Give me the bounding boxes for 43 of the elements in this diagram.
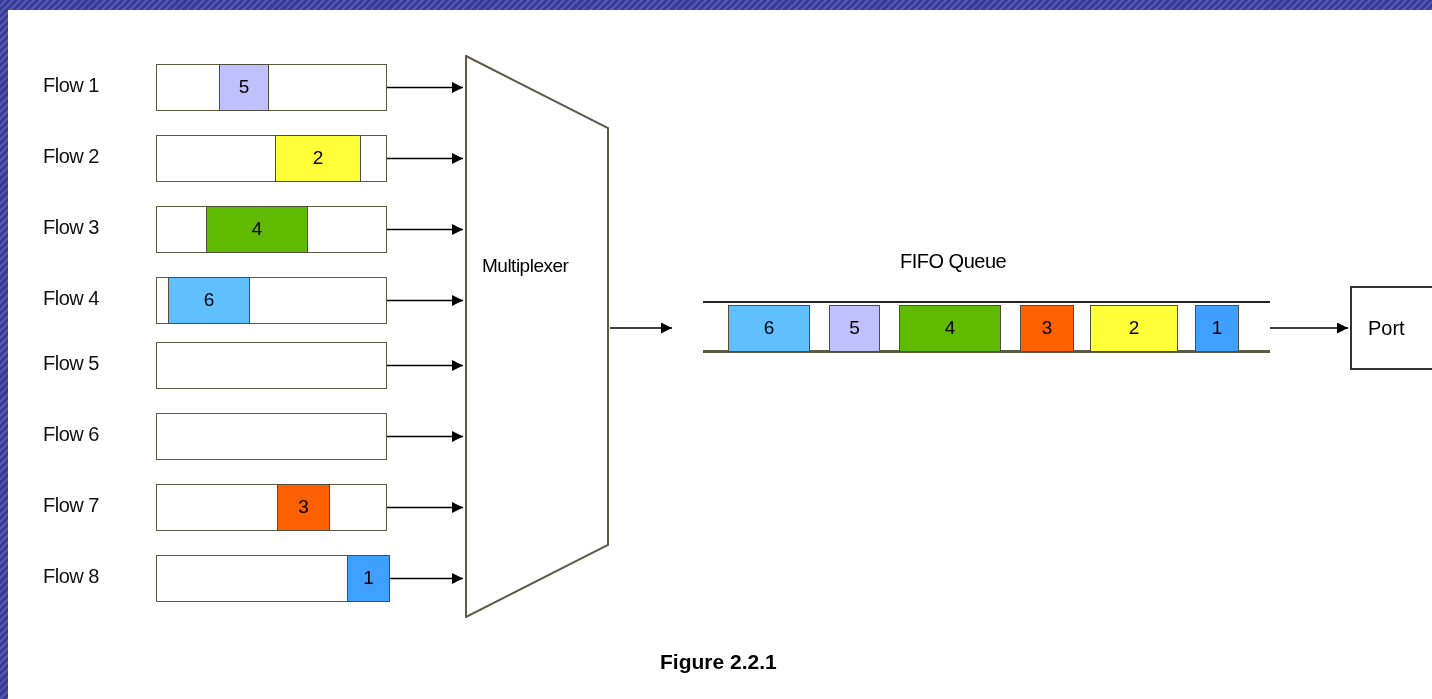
arrow	[386, 360, 464, 371]
queue-box	[156, 135, 387, 182]
queue-box	[156, 206, 387, 253]
packet: 6	[168, 276, 250, 324]
packet: 5	[219, 63, 269, 111]
packet: 1	[1195, 304, 1239, 352]
arrow	[386, 82, 464, 93]
arrow	[386, 153, 464, 164]
flow-label: Flow 1	[43, 74, 99, 97]
queue-box	[156, 64, 387, 111]
flow-label: Flow 4	[43, 287, 99, 310]
multiplexer	[465, 55, 610, 618]
packet: 4	[899, 304, 1001, 352]
flow-label: Flow 7	[43, 494, 99, 517]
port-box: Port	[1350, 286, 1432, 370]
multiplexer-label: Multiplexer	[482, 255, 569, 277]
packet: 2	[1090, 304, 1178, 352]
packet: 3	[277, 483, 330, 531]
queue-box	[156, 413, 387, 460]
packet: 6	[728, 304, 810, 352]
arrow	[386, 224, 464, 235]
arrow	[386, 295, 464, 306]
packet: 1	[347, 554, 390, 602]
arrow	[386, 502, 464, 513]
queue-box	[156, 277, 387, 324]
flow-label: Flow 6	[43, 423, 99, 446]
arrow	[388, 573, 464, 584]
arrow	[609, 322, 673, 334]
flow-label: Flow 8	[43, 565, 99, 588]
flow-label: Flow 2	[43, 145, 99, 168]
arrow	[1269, 322, 1349, 334]
packet: 3	[1020, 304, 1074, 352]
flow-label: Flow 3	[43, 216, 99, 239]
figure-caption: Figure 2.2.1	[660, 650, 777, 674]
packet: 4	[206, 205, 308, 253]
queue-box	[156, 342, 387, 389]
queue-box	[156, 555, 389, 602]
packet: 5	[829, 304, 880, 352]
queue-box	[156, 484, 387, 531]
arrow	[386, 431, 464, 442]
packet: 2	[275, 134, 361, 182]
queue-title: FIFO Queue	[900, 250, 1007, 273]
flow-label: Flow 5	[43, 352, 99, 375]
